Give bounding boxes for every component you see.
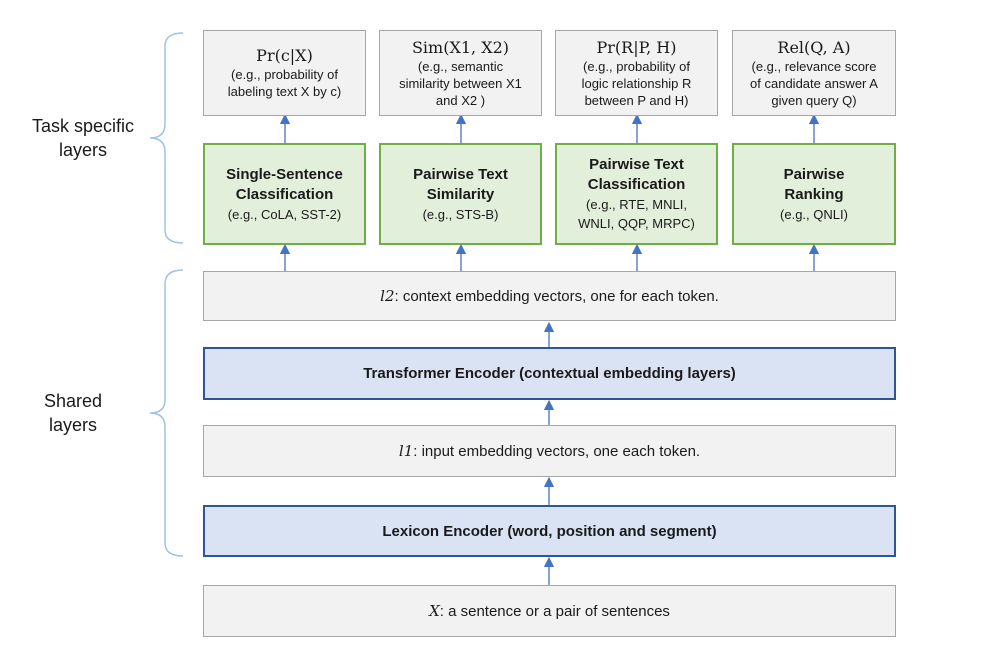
- output-desc-line: logic relationship R: [581, 75, 692, 91]
- task-layers-bracket: [149, 32, 184, 244]
- output-title: Sim(X1, X2): [411, 37, 510, 57]
- l2-variable: l2: [380, 287, 395, 305]
- l1-input-embedding-box: l1 : input embedding vectors, one each t…: [203, 425, 896, 477]
- output-desc-line: (e.g., semantic: [417, 58, 504, 74]
- task-title-line: Pairwise Text: [589, 156, 684, 173]
- task-specific-layers-label: Task specific layers: [18, 114, 148, 162]
- output-desc-line: (e.g., relevance score: [751, 58, 877, 74]
- output-desc-line: given query Q): [771, 92, 857, 108]
- task-desc-line: (e.g., STS-B): [422, 206, 499, 222]
- task-pairwise-text-classification: Pairwise Text Classification (e.g., RTE,…: [555, 143, 718, 245]
- transformer-encoder-box: Transformer Encoder (contextual embeddin…: [203, 347, 896, 400]
- l2-context-embedding-box: l2 : context embedding vectors, one for …: [203, 271, 896, 321]
- task-title-line: Single-Sentence: [226, 165, 343, 183]
- task-pairwise-text-similarity: Pairwise Text Similarity (e.g., STS-B): [379, 143, 542, 245]
- shared-label-line2: layers: [48, 415, 97, 435]
- task-desc-line: (e.g., CoLA, SST-2): [227, 206, 342, 222]
- l1-description: : input embedding vectors, one each toke…: [413, 442, 701, 460]
- task-label-line2: layers: [58, 140, 107, 160]
- output-box-relationship: Pr(R|P, H) (e.g., probability of logic r…: [555, 30, 718, 116]
- task-desc-line: WNLI, QQP, MRPC): [578, 216, 695, 231]
- task-title-line: Ranking: [784, 185, 844, 203]
- task-title-line: Pairwise Text: [413, 165, 508, 183]
- lexicon-encoder-box: Lexicon Encoder (word, position and segm…: [203, 505, 896, 557]
- output-title: Rel(Q, A): [777, 37, 851, 57]
- task-title-line: Similarity: [426, 185, 495, 203]
- task-title-line: Classification: [235, 185, 334, 203]
- output-desc-line: between P and H): [584, 92, 689, 108]
- shared-layers-bracket: [149, 269, 184, 557]
- l1-variable: l1: [398, 442, 414, 460]
- output-desc-line: (e.g., probability of: [583, 58, 690, 74]
- output-box-similarity: Sim(X1, X2) (e.g., semantic similarity b…: [379, 30, 542, 116]
- task-desc-line: (e.g., QNLI): [780, 206, 848, 222]
- task-single-sentence-classification: Single-Sentence Classification (e.g., Co…: [203, 143, 366, 245]
- output-desc-line: similarity between X1: [399, 75, 522, 91]
- output-desc-line: of candidate answer A: [750, 75, 878, 91]
- output-box-classification: Pr(c|X) (e.g., probability of labeling t…: [203, 30, 366, 116]
- output-desc-line: and X2 ): [435, 92, 486, 108]
- input-sentence-box: X : a sentence or a pair of sentences: [203, 585, 896, 637]
- shared-layers-label: Shared layers: [18, 389, 128, 437]
- transformer-encoder-label: Transformer Encoder (contextual embeddin…: [363, 365, 736, 382]
- lexicon-encoder-label: Lexicon Encoder (word, position and segm…: [382, 522, 717, 540]
- input-description: : a sentence or a pair of sentences: [439, 602, 670, 620]
- task-pairwise-ranking: Pairwise Ranking (e.g., QNLI): [732, 143, 896, 245]
- output-box-relevance: Rel(Q, A) (e.g., relevance score of cand…: [732, 30, 896, 116]
- l2-description: : context embedding vectors, one for eac…: [394, 287, 719, 305]
- output-desc-line: (e.g., probability of: [231, 67, 338, 82]
- shared-label-line1: Shared: [43, 391, 103, 411]
- task-title-line: Classification: [587, 176, 686, 193]
- output-title: Pr(c|X): [256, 46, 313, 65]
- task-desc-line: (e.g., RTE, MNLI,: [586, 197, 687, 212]
- input-variable: X: [429, 602, 440, 620]
- task-title-line: Pairwise: [783, 165, 845, 183]
- output-title: Pr(R|P, H): [596, 37, 677, 57]
- task-label-line1: Task specific: [31, 116, 135, 136]
- output-desc-line: labeling text X by c): [227, 84, 342, 99]
